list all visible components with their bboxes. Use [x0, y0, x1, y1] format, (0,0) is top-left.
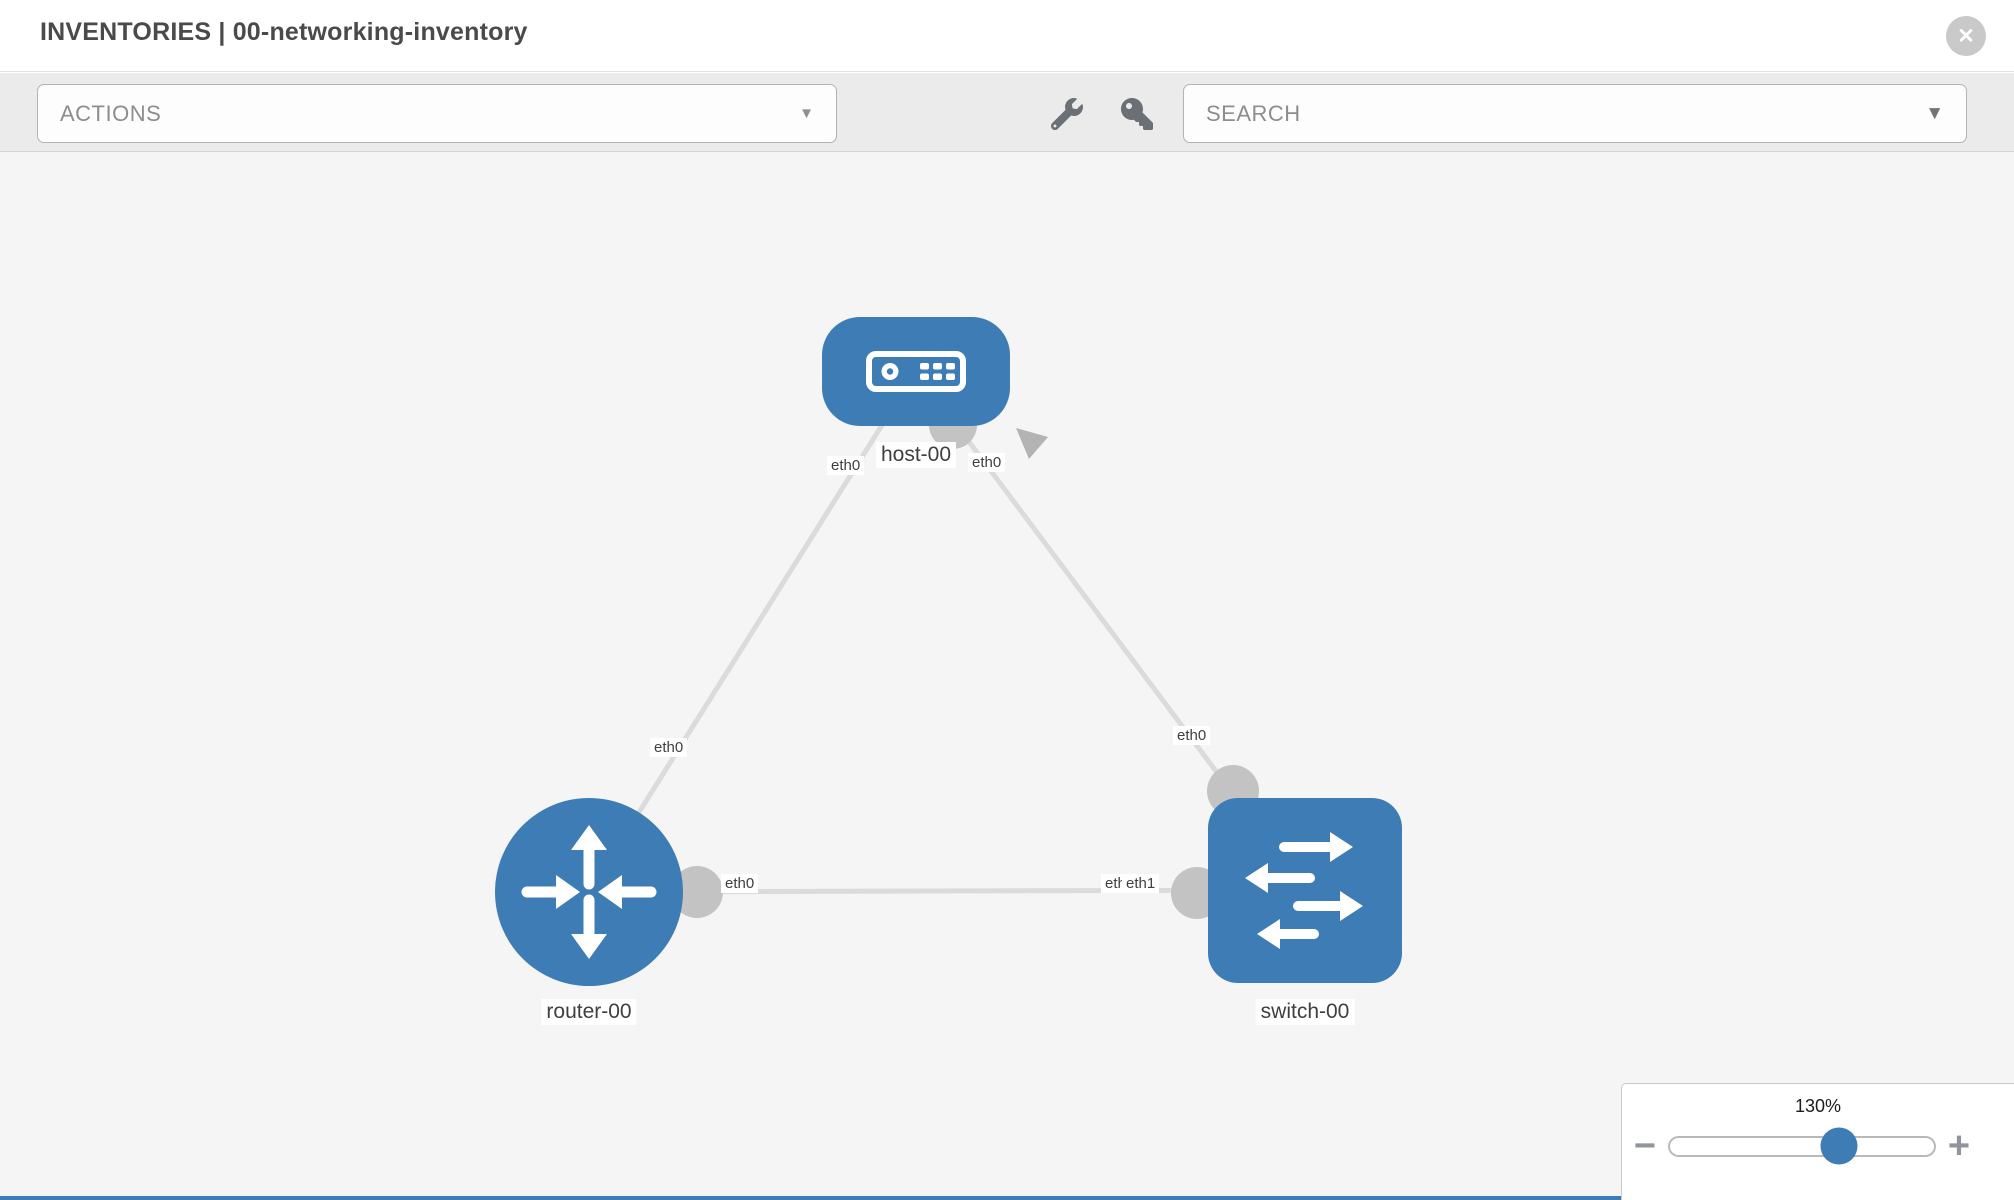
router-icon	[521, 825, 657, 959]
node-host-00[interactable]	[822, 317, 1010, 426]
node-label-host: host-00	[875, 442, 957, 468]
switch-icon	[1245, 832, 1363, 949]
zoom-slider-track[interactable]	[1668, 1127, 1936, 1165]
node-label-router: router-00	[541, 999, 637, 1025]
interface-endpoints	[671, 401, 1259, 919]
topology-diagram	[495, 317, 1402, 986]
key-icon[interactable]	[1118, 95, 1156, 133]
zoom-value: 130%	[1794, 1096, 1842, 1116]
iface-label-host-eth0-right: eth0	[968, 453, 1006, 472]
zoom-panel: 130% − +	[1621, 1083, 2014, 1200]
wrench-icon[interactable]	[1048, 95, 1086, 133]
topology-canvas[interactable]: host-00 router-00 switch-00 eth0 eth0 et…	[0, 152, 2014, 1200]
node-label-switch: switch-00	[1255, 999, 1355, 1025]
header-bar: INVENTORIES | 00-networking-inventory ✕	[0, 0, 2014, 72]
link-arrow-icon	[1016, 428, 1048, 459]
zoom-out-button[interactable]: −	[1633, 1125, 1657, 1167]
node-switch-00[interactable]	[1208, 798, 1402, 983]
chevron-down-icon: ▼	[1925, 102, 1944, 124]
iface-label-router-right-eth0: eth0	[721, 874, 759, 893]
iface-label-router-top-eth0: eth0	[650, 738, 688, 757]
page-title: INVENTORIES | 00-networking-inventory	[40, 18, 528, 46]
zoom-in-button[interactable]: +	[1947, 1125, 1971, 1167]
search-dropdown-label: SEARCH	[1206, 100, 1301, 126]
close-icon[interactable]: ✕	[1946, 16, 1986, 56]
zoom-slider-handle[interactable]	[1820, 1127, 1858, 1165]
endpoint-router-eth0	[671, 866, 723, 918]
iface-label-host-eth0-left: eth0	[827, 456, 865, 475]
search-dropdown[interactable]: SEARCH ▼	[1183, 84, 1967, 143]
actions-dropdown-label: ACTIONS	[60, 100, 162, 126]
bottom-accent-bar	[0, 1196, 1621, 1200]
toolbar: ACTIONS ▼ SEARCH ▼	[0, 73, 2014, 152]
iface-label-switch-top-eth0: eth0	[1173, 726, 1211, 745]
actions-dropdown[interactable]: ACTIONS ▼	[37, 84, 837, 143]
chevron-down-icon: ▼	[799, 105, 814, 122]
iface-label-switch-left-eth1: eth1	[1122, 874, 1160, 893]
host-icon	[866, 351, 966, 392]
node-router-00[interactable]	[495, 798, 683, 986]
